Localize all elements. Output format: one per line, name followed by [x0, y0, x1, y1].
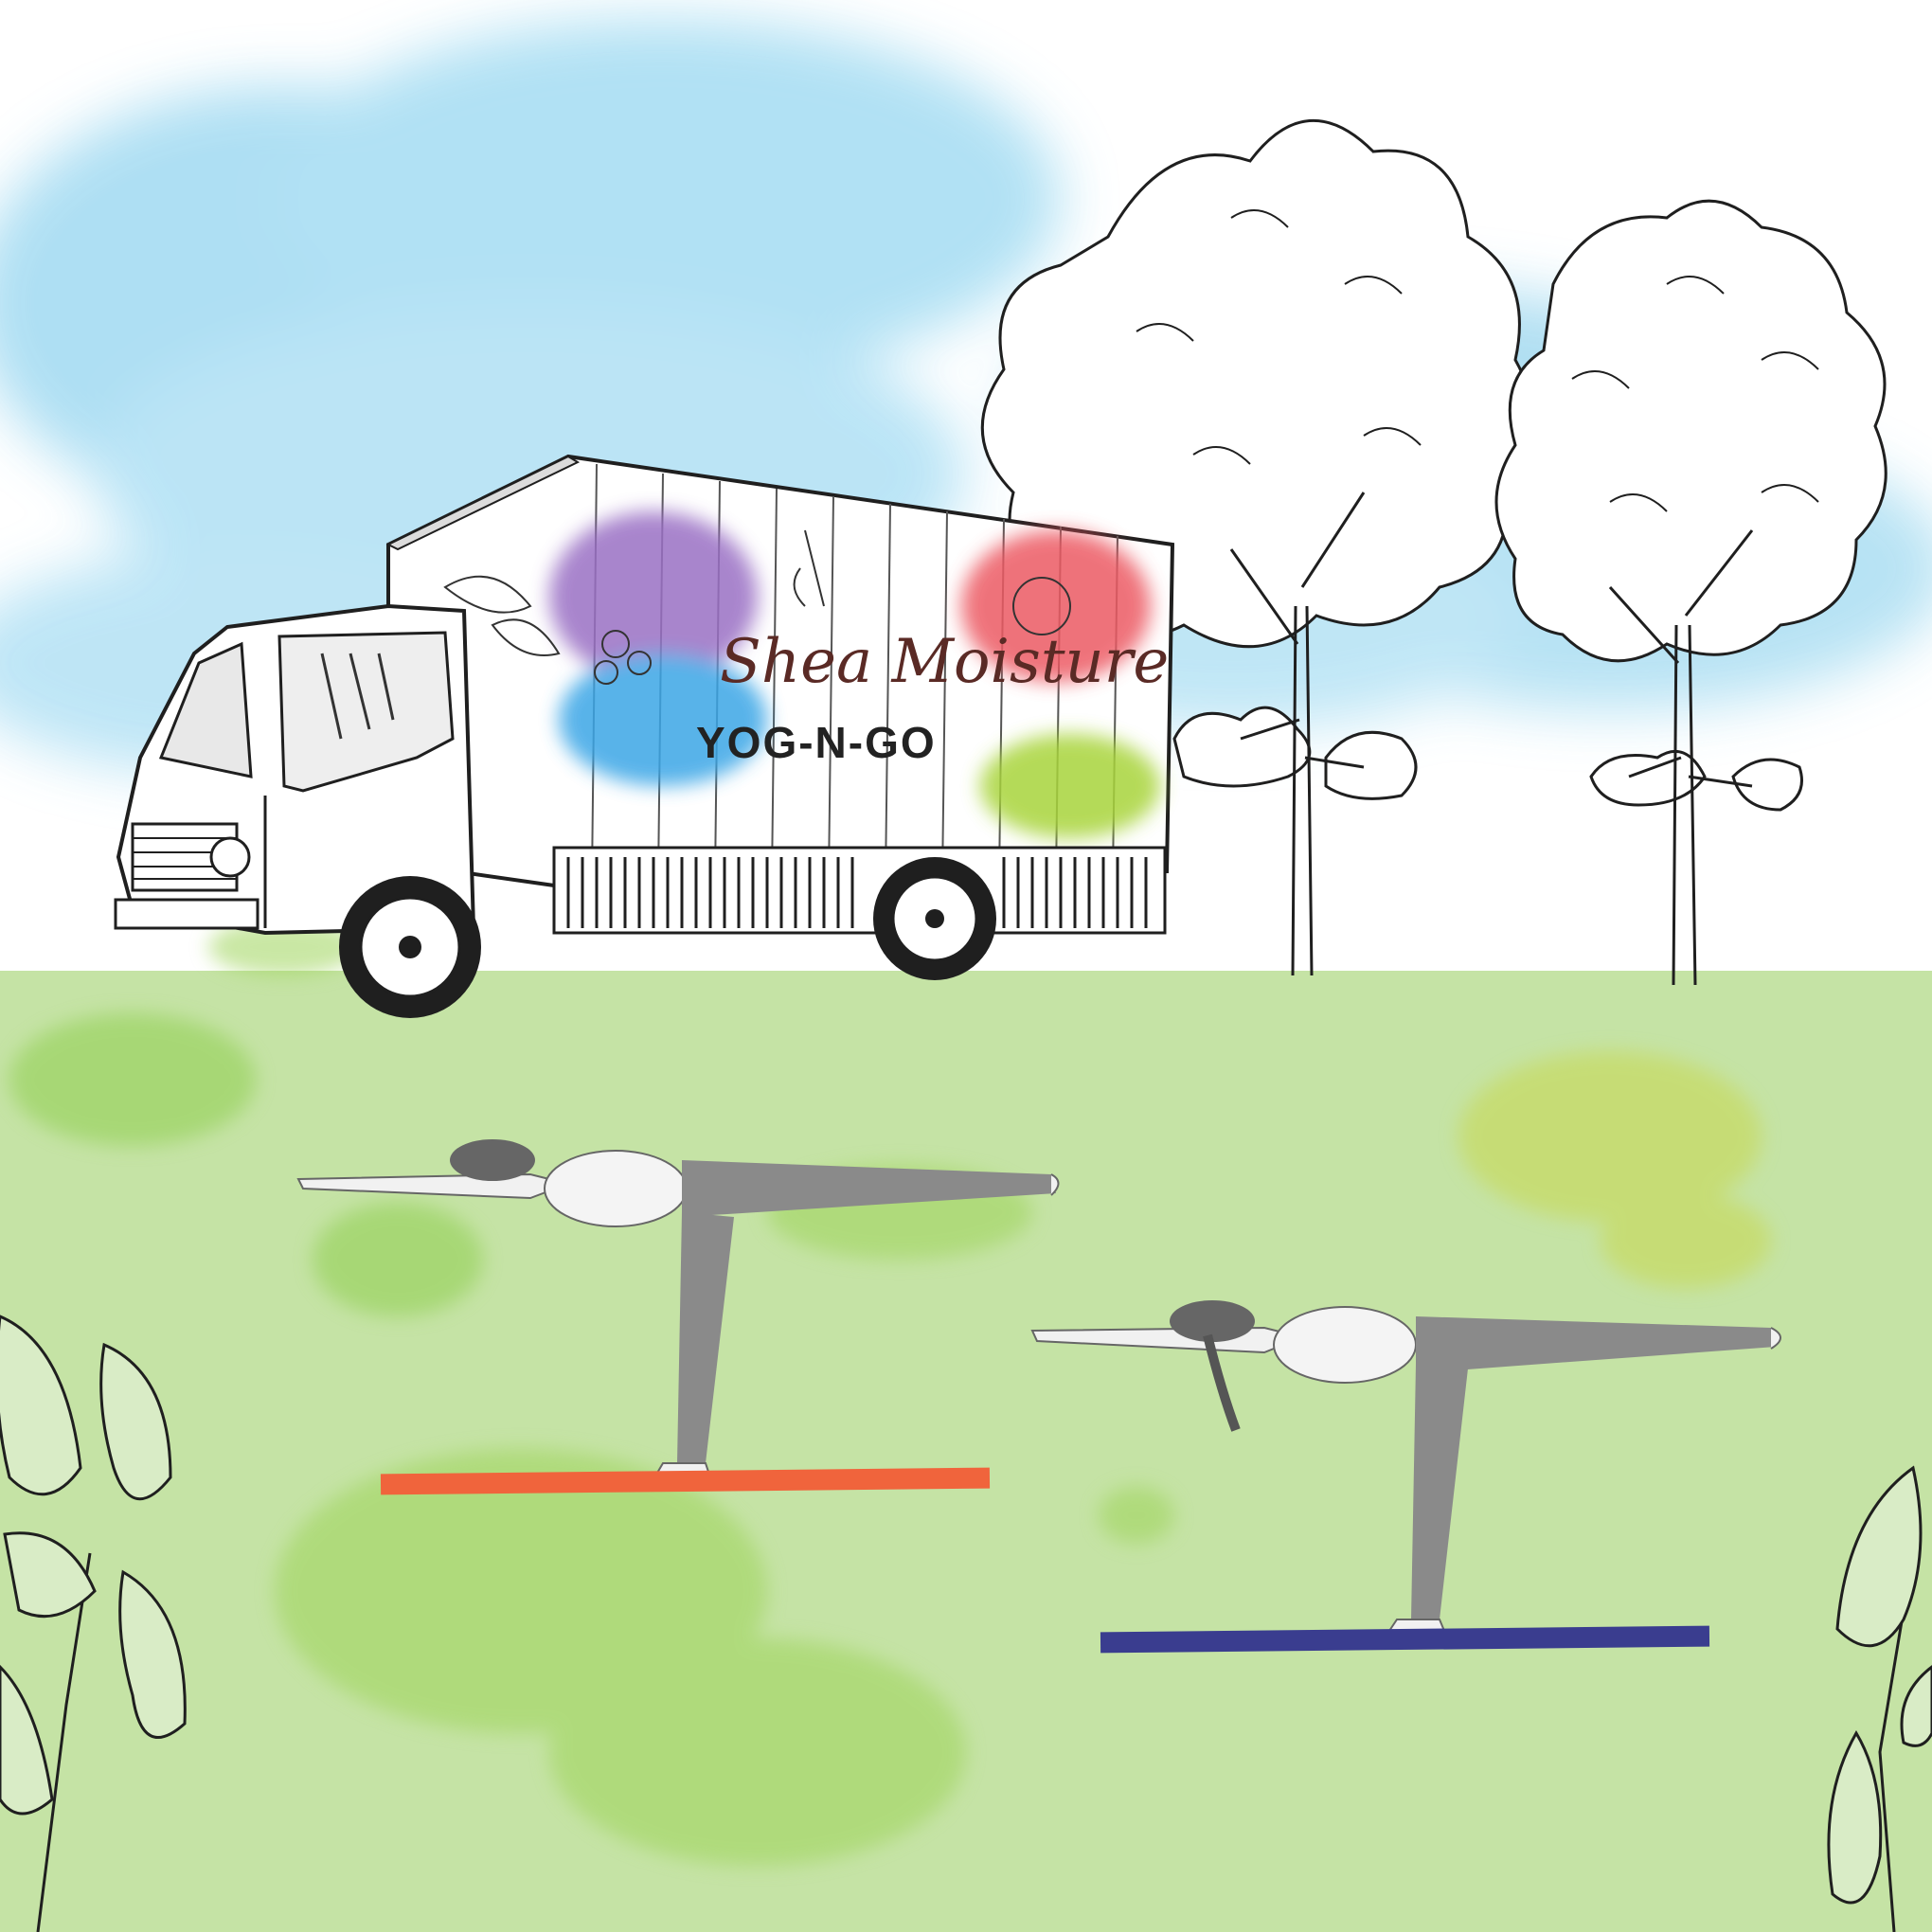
yoga-mat-orange [380, 1467, 991, 1495]
yoga-figure-2 [1030, 1300, 1781, 1654]
truck-windshield [158, 641, 253, 778]
yoga-mat-navy [1100, 1625, 1710, 1654]
grass-field [0, 919, 1932, 1932]
food-truck: Shea Moisture YOG-N-GO [114, 454, 1175, 1018]
splash-purple [549, 511, 758, 682]
tree-left [980, 119, 1534, 976]
truck-skirt [552, 846, 1167, 935]
truck-headlight [209, 836, 251, 878]
yoga-figure-1 [296, 1139, 1060, 1495]
splash-green [980, 734, 1160, 838]
truck-brand-script: Shea Moisture [720, 627, 1169, 697]
truck-splashes [549, 511, 1160, 838]
leaf-branch-right [1827, 1465, 1932, 1932]
tree-right [1494, 199, 1887, 986]
splash-red [961, 530, 1151, 682]
truck-front-wheel [339, 876, 481, 1018]
truck-brand-wordmark: YOG-N-GO [696, 718, 937, 767]
truck-bumper [114, 898, 259, 930]
leaf-branch-left [0, 1315, 187, 1932]
splash-blue [559, 653, 767, 786]
truck-rear-wheel [873, 857, 996, 980]
